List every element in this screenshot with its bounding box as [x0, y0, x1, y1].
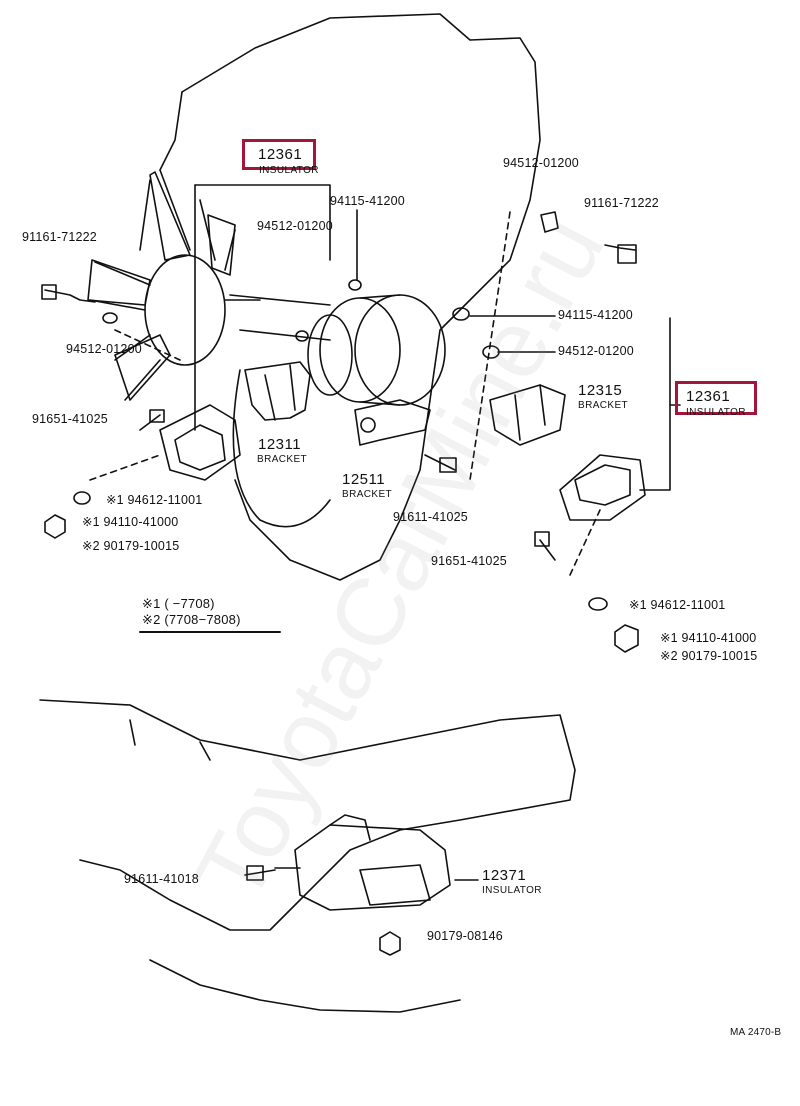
fastener-94612-right[interactable]: ※1 94612-11001 [629, 598, 726, 612]
part-number-insulator-rear[interactable]: 12371 [482, 867, 527, 884]
part-name-insulator-left: INSULATOR [259, 165, 319, 176]
fastener-91161-left[interactable]: 91161-71222 [22, 230, 97, 244]
fastener-91651-right[interactable]: 91651-41025 [431, 554, 507, 568]
fastener-94115-left[interactable]: 94115-41200 [330, 194, 405, 208]
fastener-90179-right[interactable]: ※2 90179-10015 [660, 649, 758, 663]
fastener-91611-center[interactable]: 91611-41025 [393, 510, 468, 524]
fastener-94512-right[interactable]: 94512-01200 [558, 344, 634, 358]
part-name-bracket-left: BRACKET [257, 454, 308, 465]
fastener-94612-left[interactable]: ※1 94612-11001 [106, 493, 203, 507]
fastener-94115-right[interactable]: 94115-41200 [558, 308, 633, 322]
fastener-94110-right[interactable]: ※1 94110-41000 [660, 631, 757, 645]
fastener-91611-rear[interactable]: 91611-41018 [124, 872, 199, 886]
highlight-box-right [675, 381, 757, 415]
fastener-94110-left[interactable]: ※1 94110-41000 [82, 515, 179, 529]
fastener-94512-left-lower[interactable]: 94512-01200 [66, 342, 142, 356]
part-name-bracket-right: BRACKET [578, 400, 629, 411]
part-number-bracket-right[interactable]: 12315 [578, 382, 623, 399]
part-number-insulator-left[interactable]: 12361 [258, 146, 303, 163]
fastener-94512-left-upper[interactable]: 94512-01200 [257, 219, 333, 233]
part-name-bracket-center: BRACKET [342, 489, 393, 500]
fastener-90179-left[interactable]: ※2 90179-10015 [82, 539, 180, 553]
part-number-bracket-left[interactable]: 12311 [258, 436, 302, 453]
diagram-code: MA 2470-B [730, 1027, 782, 1038]
part-name-insulator-rear: INSULATOR [482, 885, 542, 896]
fastener-91161-right[interactable]: 91161-71222 [584, 196, 659, 210]
legend-line-1: ※1 ( −7708) [142, 596, 215, 611]
legend-line-2: ※2 (7708−7808) [142, 612, 241, 627]
part-number-bracket-center[interactable]: 12511 [342, 471, 386, 488]
highlight-box-left [242, 139, 316, 170]
part-number-insulator-right[interactable]: 12361 [686, 388, 731, 405]
part-name-insulator-right: INSULATOR [686, 407, 746, 418]
fastener-90179-rear[interactable]: 90179-08146 [427, 929, 503, 943]
fastener-94512-top-right[interactable]: 94512-01200 [503, 156, 579, 170]
fastener-91651-left[interactable]: 91651-41025 [32, 412, 108, 426]
